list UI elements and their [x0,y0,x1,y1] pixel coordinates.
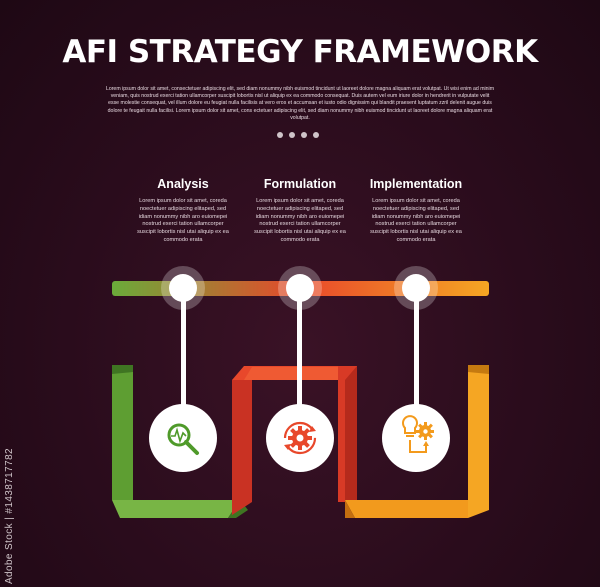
icon-circle-implementation [382,404,450,472]
dot [277,132,283,138]
step-description-analysis: Lorem ipsum dolor sit amet, coreda noect… [137,198,229,243]
step-description-implementation: Lorem ipsum dolor sit amet, coreda noect… [370,198,462,243]
node-implementation [394,266,438,310]
ribbon-green [112,365,248,518]
node-formulation [278,266,322,310]
magnifier-chart-icon [167,423,199,455]
icon-circle-analysis [149,404,217,472]
dot [313,132,319,138]
dot [301,132,307,138]
lightbulb-gear-icon [402,415,434,453]
node-analysis [161,266,205,310]
dot [289,132,295,138]
page-title: AFI STRATEGY FRAMEWORK [62,34,538,70]
connector-line [181,290,186,420]
step-heading-analysis: Analysis [157,177,209,191]
ribbon-orange [345,365,489,518]
intro-paragraph: Lorem ipsum dolor sit amet, consectetuer… [105,86,495,121]
step-heading-formulation: Formulation [263,177,337,191]
connector-line [414,290,419,420]
ribbon-red [232,366,357,515]
watermark-text: Adobe Stock | #1438717782 [4,448,15,585]
pagination-dots [277,132,319,138]
step-heading-implementation: Implementation [369,177,463,191]
gear-cycle-icon [283,421,317,455]
connector-line [297,290,302,420]
step-description-formulation: Lorem ipsum dolor sit amet, coreda noect… [254,198,346,243]
